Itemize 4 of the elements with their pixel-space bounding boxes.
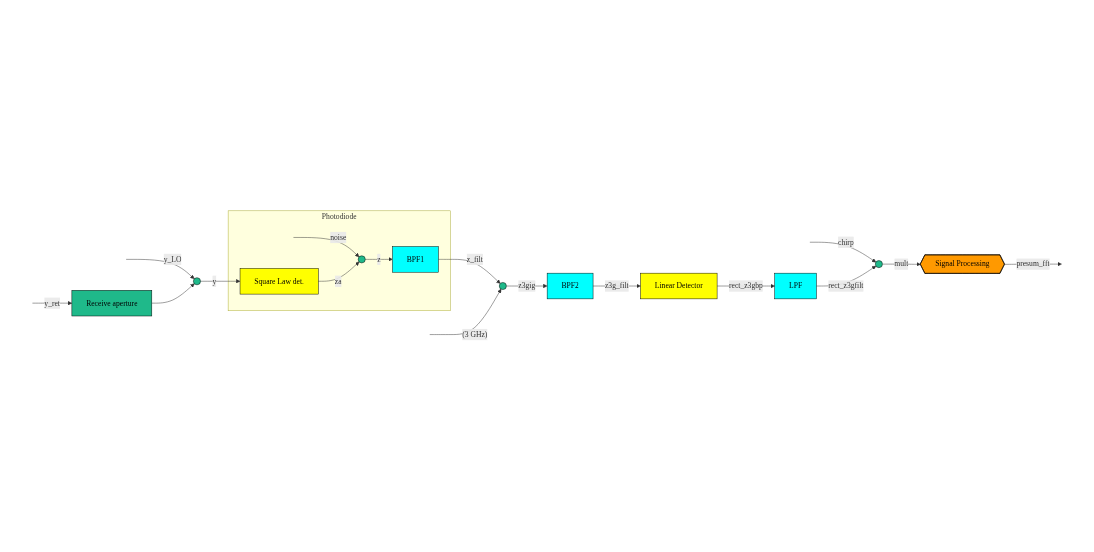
node-circle: [357, 255, 366, 263]
node-circle: [499, 281, 507, 290]
node-circle: [193, 277, 201, 285]
node-circle: [875, 260, 883, 268]
